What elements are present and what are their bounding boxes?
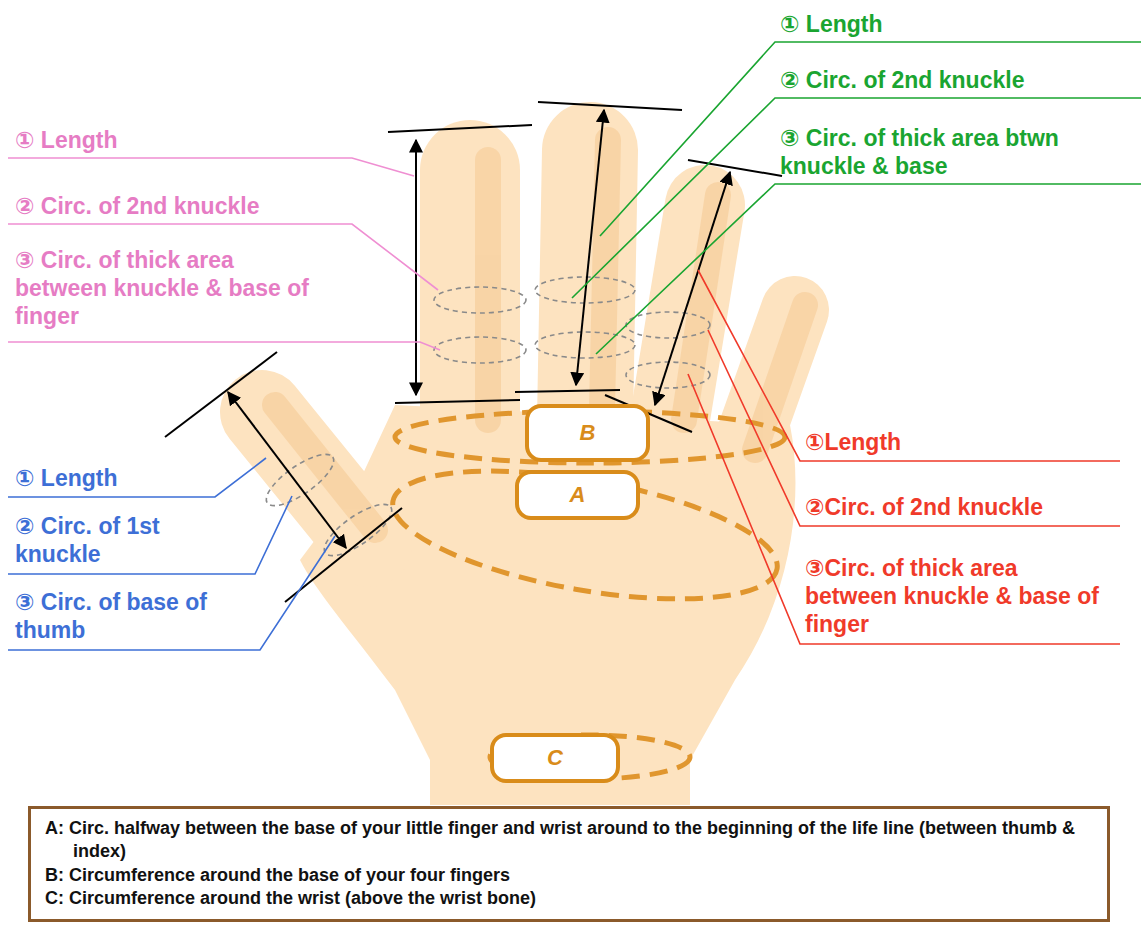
measurement-label: ① Length — [780, 10, 1135, 38]
note-box: A: Circ. halfway between the base of you… — [28, 806, 1110, 922]
measurement-label: ③ Circ. of thick area between knuckle & … — [15, 246, 330, 330]
measurement-label: ③Circ. of thick area between knuckle & b… — [805, 554, 1105, 638]
note-text: A: Circ. halfway between the base of you… — [45, 817, 1093, 864]
measurement-label: ② Circ. of 2nd knuckle — [15, 192, 345, 220]
ring-letter: B — [580, 420, 596, 446]
note-text: C: Circumference around the wrist (above… — [45, 887, 1093, 910]
note-text: B: Circumference around the base of your… — [45, 864, 1093, 887]
measurement-label: ① Length — [15, 464, 205, 492]
measurement-label: ① Length — [15, 126, 345, 154]
measurement-label: ③ Circ. of thick area btwn knuckle & bas… — [780, 124, 1135, 180]
measurement-label: ② Circ. of 2nd knuckle — [780, 66, 1135, 94]
measurement-label: ①Length — [805, 428, 1125, 456]
ring-letter: A — [570, 482, 586, 508]
measurement-label: ②Circ. of 2nd knuckle — [805, 493, 1125, 521]
ring-letter: C — [547, 745, 563, 771]
measurement-label: ③ Circ. of base of thumb — [15, 588, 250, 644]
circumference-tag: A — [515, 470, 640, 520]
circumference-tag: B — [525, 404, 650, 462]
measurement-label: ② Circ. of 1st knuckle — [15, 512, 205, 568]
circumference-tag: C — [490, 733, 620, 783]
